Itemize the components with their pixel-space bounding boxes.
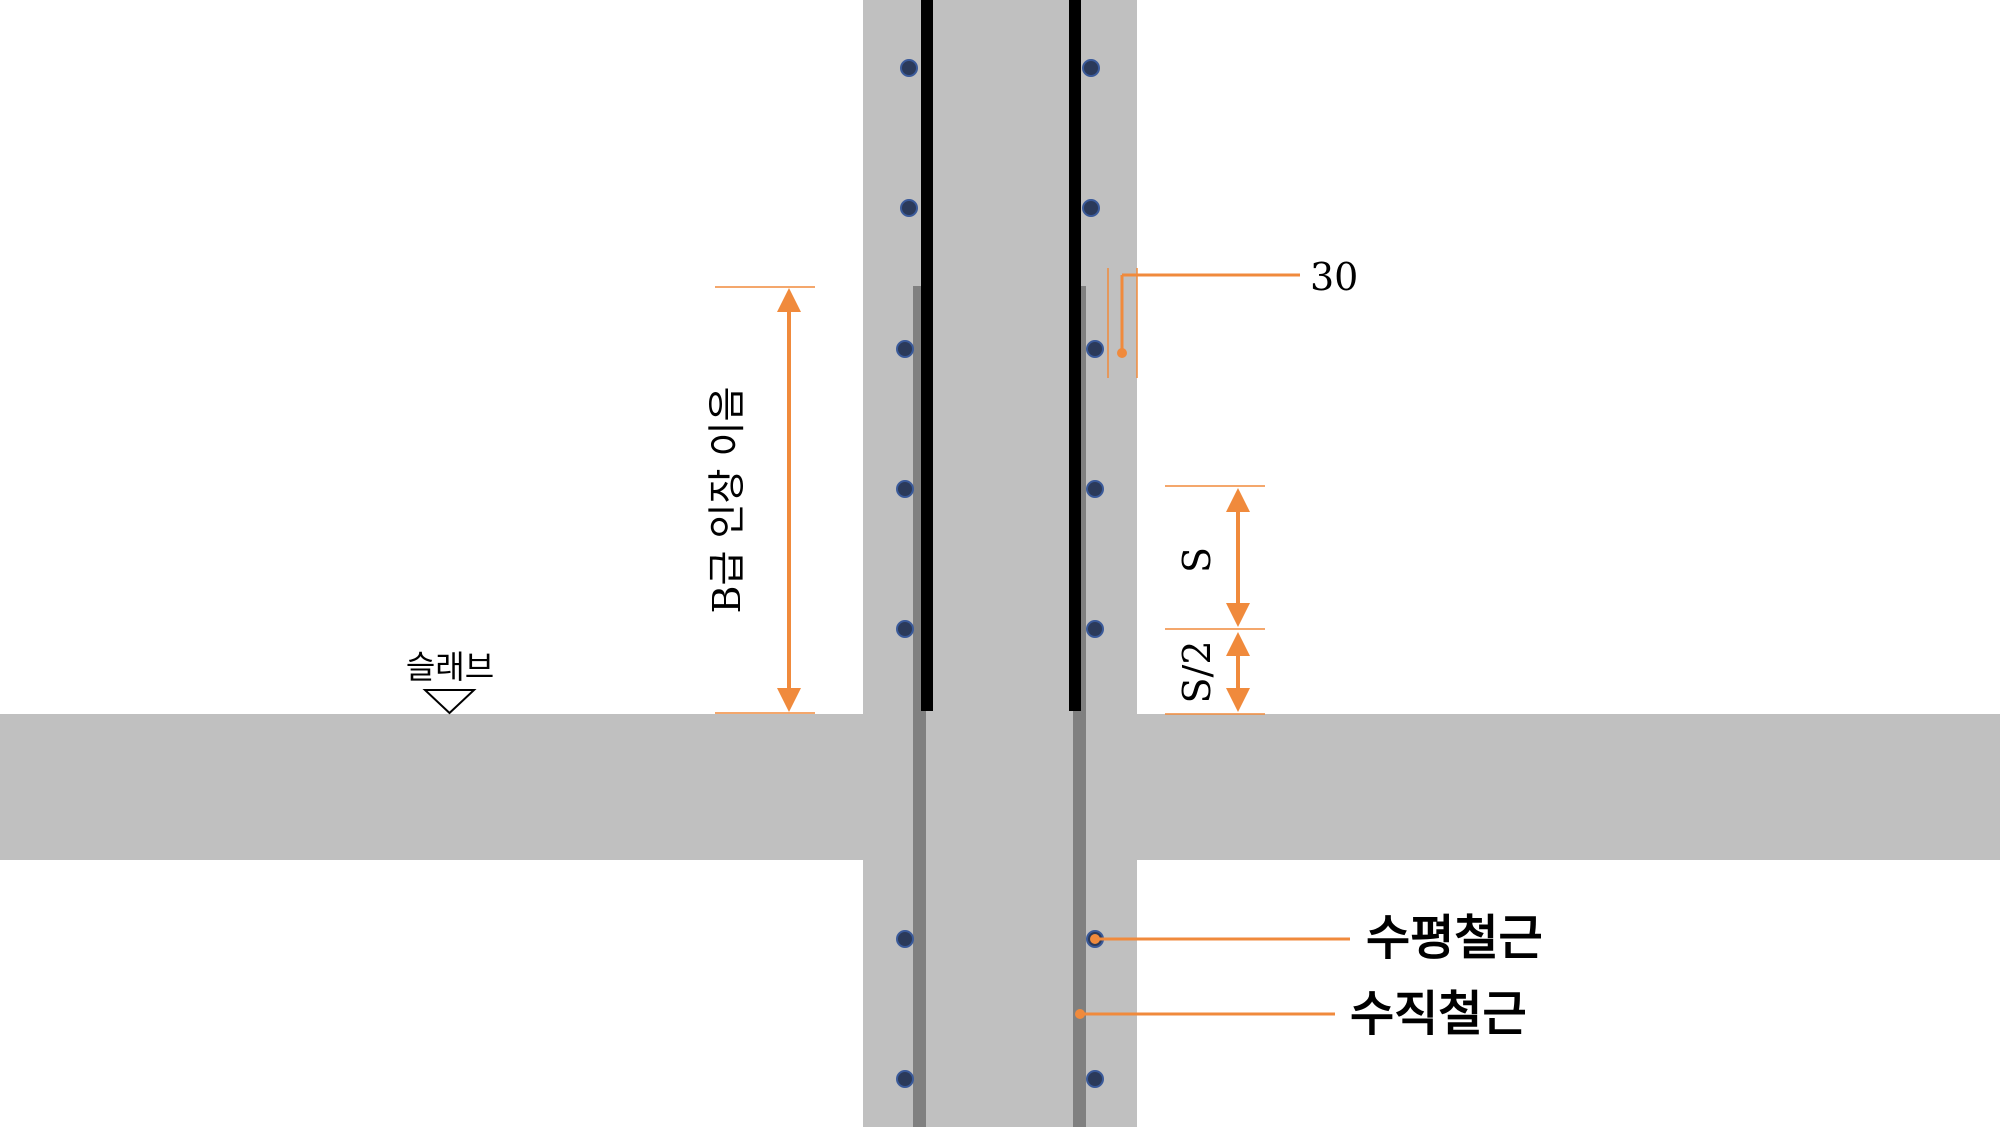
rebar-dot (896, 340, 914, 358)
rebar-dot (1086, 340, 1104, 358)
rebar-dot (896, 480, 914, 498)
rebar-dot (900, 199, 918, 217)
slab-concrete (0, 714, 2000, 860)
arrowhead-up (777, 288, 801, 312)
rebar-dot (1086, 620, 1104, 638)
spacing-dimension (1165, 485, 1265, 715)
leader-dot (1117, 348, 1127, 358)
rebar-dot (1086, 480, 1104, 498)
rebar-leaders (1075, 934, 1350, 1019)
rebar-dot (1082, 199, 1100, 217)
spacing-label: S (1175, 547, 1219, 573)
horizontal-rebar-label: 수평철근 (1366, 910, 1543, 966)
vertical-rebar-label: 수직철근 (1350, 986, 1527, 1042)
rebar-dot (896, 930, 914, 948)
lap-splice-dimension (715, 286, 815, 714)
slab-label: 슬래브 (406, 648, 494, 686)
arrowhead-down (777, 688, 801, 712)
cover-dimension (1107, 268, 1300, 378)
leader-dot (1090, 934, 1100, 944)
level-marker-icon (422, 689, 477, 715)
cover-label: 30 (1310, 255, 1358, 299)
arrowhead-up (1226, 488, 1250, 512)
upper-vertical-bar-left (921, 0, 933, 711)
rebar-dot (1082, 59, 1100, 77)
rebar-dot (896, 1070, 914, 1088)
arrowhead-down (1226, 688, 1250, 712)
leader-dot (1075, 1009, 1085, 1019)
rebar-dot (900, 59, 918, 77)
arrowhead-up (1226, 632, 1250, 656)
upper-vertical-bar-right (1069, 0, 1081, 711)
arrowhead-down (1226, 603, 1250, 627)
half-spacing-label: S/2 (1175, 640, 1219, 703)
lap-splice-label: B급 인장 이음 (705, 387, 749, 614)
rebar-dot (1086, 1070, 1104, 1088)
rebar-dot (896, 620, 914, 638)
wall-concrete (863, 0, 1137, 1127)
horizontal-rebar-dots (896, 59, 1104, 1088)
